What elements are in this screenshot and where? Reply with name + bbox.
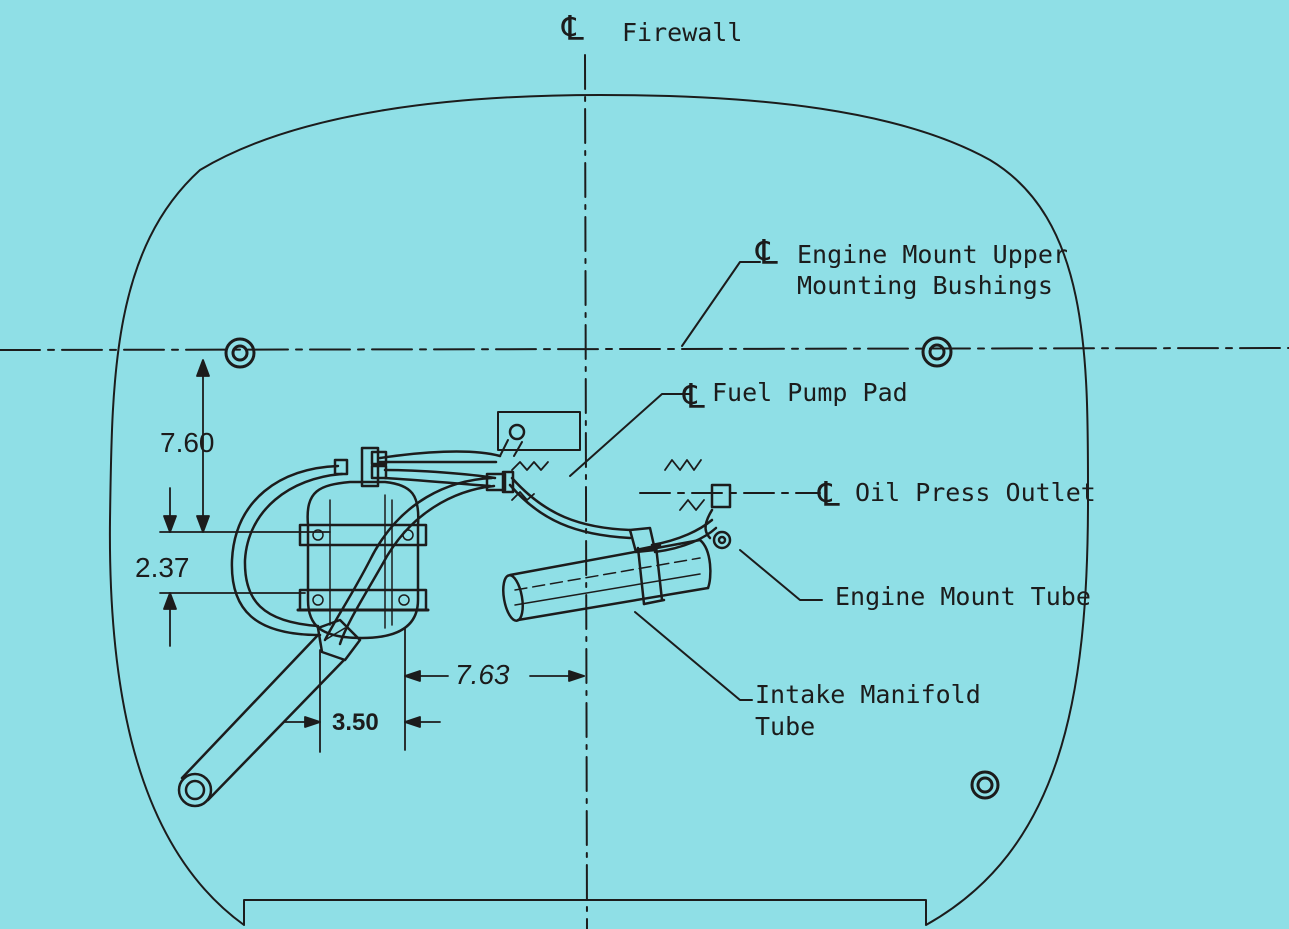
label-engine-mount-upper-1: Engine Mount Upper xyxy=(797,240,1068,269)
label-intake-manifold-1: Intake Manifold xyxy=(755,680,981,709)
label-engine-mount-upper-2: Mounting Bushings xyxy=(797,271,1053,300)
centerline-symbol-oil-press: ℄ xyxy=(818,475,840,515)
label-intake-manifold-2: Tube xyxy=(755,712,816,741)
dimension-horizontal-small: 3.50 xyxy=(332,709,379,736)
label-fuel-pump-pad: Fuel Pump Pad xyxy=(712,378,908,407)
label-engine-mount-tube: Engine Mount Tube xyxy=(835,582,1091,611)
mounting-bushing-left xyxy=(224,337,256,369)
label-oil-press-outlet: Oil Press Outlet xyxy=(855,478,1096,507)
dimension-lines xyxy=(159,359,585,753)
break-lines xyxy=(511,459,705,511)
engine-mount-tube xyxy=(628,518,718,554)
intake-manifold-tube xyxy=(502,538,712,622)
leader-engine-mount-upper xyxy=(681,261,761,347)
mounting-bushing-right xyxy=(921,336,953,368)
vertical-centerline xyxy=(584,54,588,929)
firewall-outline xyxy=(108,94,1090,926)
mounting-bushing-lower xyxy=(970,770,1000,800)
centerline-symbol-fuel-pump: ℄ xyxy=(683,377,705,417)
lower-tube xyxy=(177,618,362,808)
centerline-symbol-firewall: ℄ xyxy=(562,9,584,49)
leader-fuel-pump-pad xyxy=(569,393,691,477)
pad-fitting xyxy=(499,423,526,457)
fuel-pump-pad-rect xyxy=(497,411,581,451)
centerline-symbol-engine-mount: ℄ xyxy=(756,233,778,273)
dimension-vertical-upper: 7.60 xyxy=(160,427,215,458)
leader-intake-manifold xyxy=(634,611,753,701)
oil-press-fitting xyxy=(704,483,732,550)
label-firewall: Firewall xyxy=(622,18,743,47)
leader-engine-mount-tube xyxy=(739,549,823,601)
fuel-filter-assembly xyxy=(296,446,430,640)
dimension-horizontal-center: 7.63 xyxy=(455,659,510,690)
dimension-vertical-lower: 2.37 xyxy=(135,552,190,583)
horizontal-centerline xyxy=(0,347,1289,351)
fuel-lines xyxy=(230,450,632,646)
